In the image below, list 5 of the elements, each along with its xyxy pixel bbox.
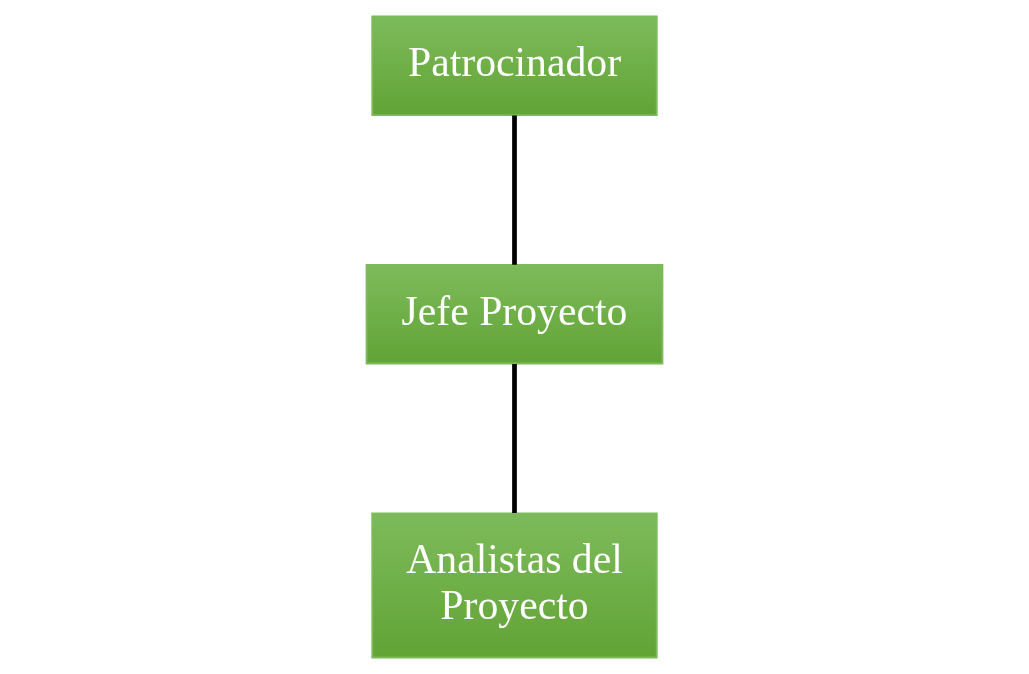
connector (512, 115, 517, 265)
node-box: Analistas del Proyecto (371, 512, 658, 659)
node-box: Jefe Proyecto (365, 264, 664, 365)
node-box: Patrocinador (371, 15, 658, 117)
connector (512, 363, 517, 513)
